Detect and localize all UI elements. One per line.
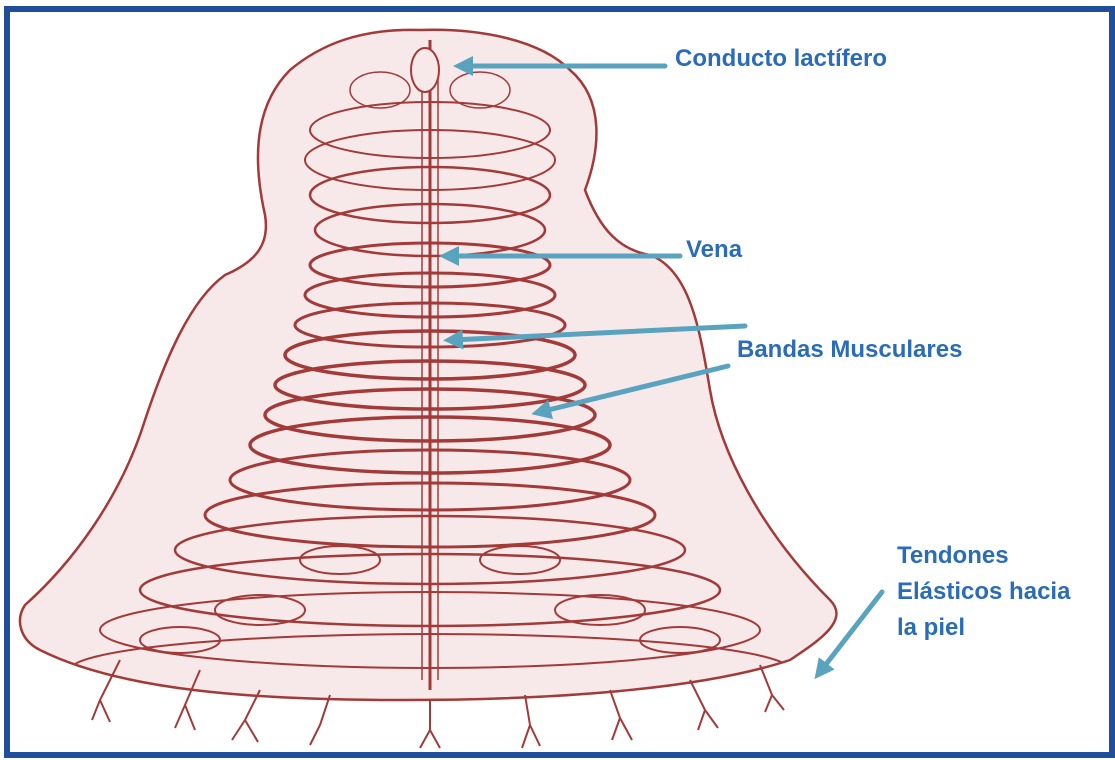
label-vena: Vena — [686, 233, 742, 267]
label-conducto-lactifero: Conducto lactífero — [675, 42, 887, 76]
label-tendones-elasticos: Tendones Elásticos hacia la piel — [897, 538, 1070, 646]
label-tendones-line-1: Tendones — [897, 538, 1070, 574]
label-tendones-line-2: Elásticos hacia — [897, 574, 1070, 610]
label-bandas-musculares: Bandas Musculares — [737, 333, 962, 367]
label-tendones-line-3: la piel — [897, 610, 1070, 646]
